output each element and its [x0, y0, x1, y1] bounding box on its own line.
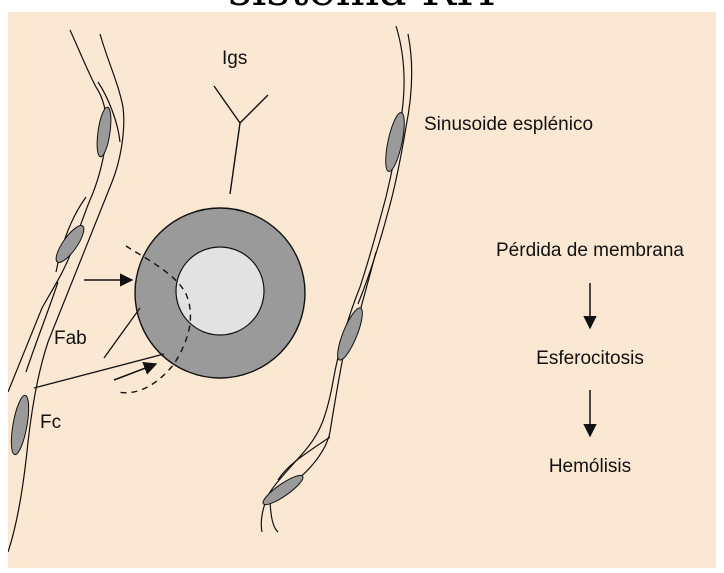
- page-title: sistema RH: [0, 0, 724, 12]
- flow-step-3: Hemólisis: [549, 456, 631, 477]
- flow-step-2: Esferocitosis: [536, 348, 644, 369]
- label-igs: Igs: [222, 48, 247, 69]
- background: [8, 12, 716, 568]
- diagram-panel: Igs Fab Fc Sinusoide esplénico Pérdida d…: [8, 12, 716, 568]
- flow-step-1: Pérdida de membrana: [496, 240, 684, 261]
- label-fab: Fab: [54, 328, 87, 349]
- label-fc: Fc: [40, 412, 61, 433]
- red-cell-core: [176, 247, 264, 335]
- label-sinusoid: Sinusoide esplénico: [424, 114, 593, 135]
